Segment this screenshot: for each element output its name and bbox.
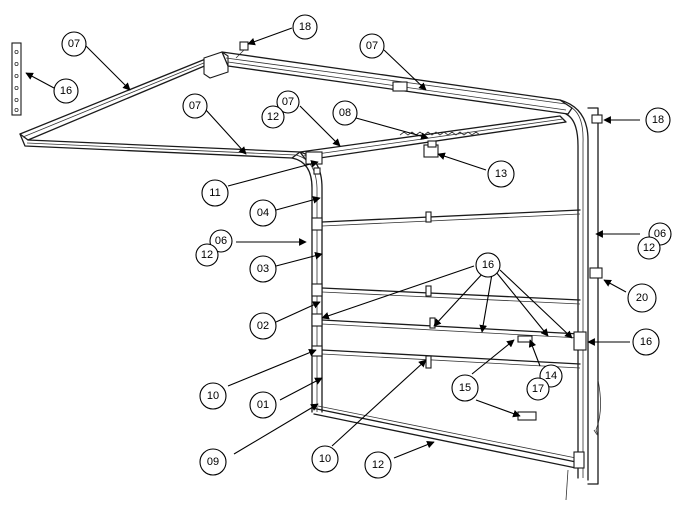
left-curved-track [291,151,323,413]
door-assembly-drawing [11,41,603,501]
callout-03-panel: 03 [249,255,277,283]
door-panels [311,209,587,469]
loose-hinge-plate [11,42,22,116]
callout-10-left: 10 [199,382,227,410]
callout-13-bracket: 13 [487,160,515,188]
callout-04-panel: 04 [249,199,277,227]
callout-07-left-flat: 07 [182,93,208,119]
right-vertical-angle [565,107,603,501]
callout-12-left: 12 [195,243,219,267]
svg-text:01: 01 [257,399,269,411]
svg-text:03: 03 [257,263,269,275]
svg-text:12: 12 [372,459,384,471]
svg-text:16: 16 [640,336,652,348]
right-horizontal-track [221,51,573,115]
callout-10-center: 10 [311,445,339,473]
callout-01-panel: 01 [249,391,277,419]
callout-18-right: 18 [645,107,671,133]
callout-16-right: 16 [632,328,660,356]
callout-06-left: 06 [209,229,233,253]
svg-text:06: 06 [654,228,666,240]
svg-text:17: 17 [532,383,544,395]
callout-07-left-track: 07 [61,31,87,57]
callout-12-bottom: 12 [364,451,392,479]
svg-text:08: 08 [339,107,351,119]
callout-17-lock: 17 [526,377,550,401]
svg-text:16: 16 [60,85,72,97]
svg-text:14: 14 [545,370,557,382]
leader-lines [25,27,640,459]
callouts: 07 16 18 07 07 07 12 08 18 13 11 04 06 1… [53,14,672,479]
svg-text:20: 20 [636,292,648,304]
callout-02-panel: 02 [249,312,277,340]
svg-text:13: 13 [495,168,507,180]
svg-text:12: 12 [643,242,655,254]
svg-text:07: 07 [366,40,378,52]
svg-text:06: 06 [215,235,227,247]
svg-text:07: 07 [68,38,80,50]
svg-text:10: 10 [319,453,331,465]
svg-text:12: 12 [201,249,213,261]
svg-text:07: 07 [282,96,294,108]
svg-text:04: 04 [257,207,269,219]
callout-18-top: 18 [292,14,318,40]
svg-text:15: 15 [459,382,471,394]
callout-07-center: 07 [276,90,300,114]
callout-07-top-track: 07 [359,33,385,59]
callout-20-bracket: 20 [627,283,657,313]
svg-text:07: 07 [189,100,201,112]
callout-12-right: 12 [637,236,661,260]
left-horizontal-track [19,57,301,159]
svg-text:12: 12 [267,111,279,123]
svg-text:09: 09 [207,456,219,468]
svg-text:18: 18 [652,114,664,126]
callout-15-handle: 15 [451,374,479,402]
svg-text:18: 18 [299,21,311,33]
callout-09-track: 09 [199,448,227,476]
svg-text:02: 02 [257,320,269,332]
callout-16-loose-plate: 16 [53,78,79,104]
right-curved-track [559,99,589,481]
svg-text:11: 11 [209,187,220,199]
svg-text:16: 16 [482,259,494,271]
center-spring-track [299,115,567,161]
callout-16-hinges: 16 [475,252,501,278]
callout-11-corner: 11 [201,179,229,207]
callout-08-spring: 08 [332,100,358,126]
svg-text:10: 10 [207,390,219,402]
callout-12-center: 12 [261,105,285,129]
rear-hanger-bracket [203,41,249,79]
